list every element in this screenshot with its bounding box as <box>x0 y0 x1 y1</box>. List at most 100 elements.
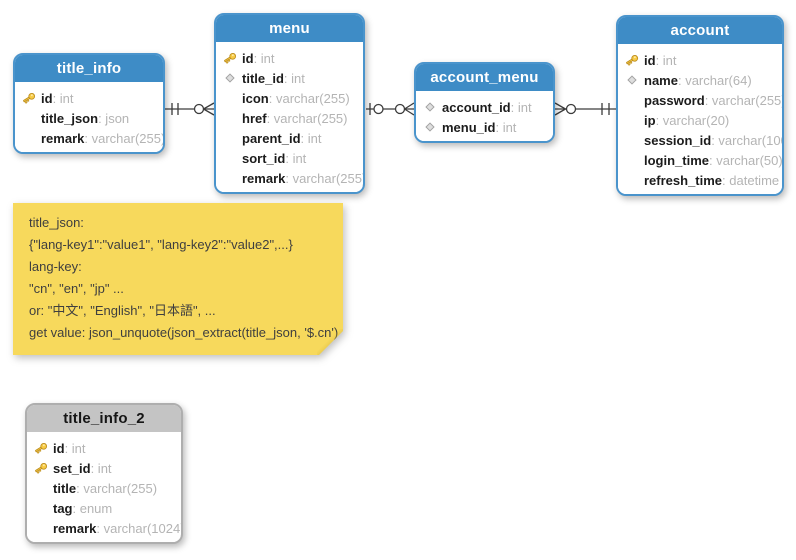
column-row-ip[interactable]: ip: varchar(20) <box>625 110 776 130</box>
key-icon <box>34 461 53 475</box>
column-name: id <box>53 440 65 456</box>
column-type: : int <box>52 90 74 106</box>
note-line: "cn", "en", "jp" ... <box>29 281 124 296</box>
column-name: sort_id <box>242 150 286 166</box>
diamond-icon <box>223 71 242 85</box>
column-type: : varchar(20) <box>655 112 730 128</box>
table-title[interactable]: title_info_2 <box>27 405 181 432</box>
column-type: : int <box>283 70 305 86</box>
column-name: name <box>644 72 678 88</box>
column-row-name[interactable]: name: varchar(64) <box>625 70 776 90</box>
note-line: title_json: <box>29 215 84 230</box>
note-line: or: "中文", "English", "日本語", ... <box>29 303 216 318</box>
column-name: title <box>53 480 77 496</box>
column-row-account_id[interactable]: account_id: int <box>423 97 547 117</box>
column-type: : varchar(255) <box>285 170 365 186</box>
column-row-login_time[interactable]: login_time: varchar(50) <box>625 150 782 170</box>
column-name: parent_id <box>242 130 301 146</box>
column-name: login_time <box>644 152 710 168</box>
column-row-id[interactable]: id: int <box>34 438 175 458</box>
column-name: password <box>644 92 705 108</box>
column-row-title_id[interactable]: title_id: int <box>223 68 357 88</box>
column-row-title[interactable]: title: varchar(255) <box>34 478 175 498</box>
column-type: : varchar(255) <box>268 90 350 106</box>
column-row-sort_id[interactable]: sort_id: int <box>223 148 357 168</box>
column-name: title_id <box>242 70 284 86</box>
column-type: : datetime <box>722 172 780 188</box>
connector-account_menu-account[interactable] <box>554 102 616 116</box>
column-name: account_id <box>442 99 511 115</box>
diamond-icon <box>625 73 644 87</box>
column-type: : json <box>98 110 130 126</box>
column-type: : int <box>253 50 275 66</box>
column-type: : varchar(64) <box>677 72 752 88</box>
key-icon <box>34 441 53 455</box>
connector-title_info-menu[interactable] <box>165 102 215 116</box>
column-row-session_id[interactable]: session_id: varchar(100) <box>625 130 782 150</box>
column-name: href <box>242 110 267 126</box>
column-row-remark[interactable]: remark: varchar(255) <box>223 168 363 188</box>
column-row-remark[interactable]: remark: varchar(255) <box>22 128 163 148</box>
note-line: get value: json_unquote(json_extract(tit… <box>29 325 339 340</box>
diamond-icon <box>423 100 442 114</box>
column-type: : varchar(255) <box>266 110 348 126</box>
column-name: set_id <box>53 460 91 476</box>
column-row-id[interactable]: id: int <box>223 48 357 68</box>
table-title[interactable]: title_info <box>15 55 163 82</box>
column-row-tag[interactable]: tag: enum <box>34 498 175 518</box>
column-type: : int <box>655 52 677 68</box>
column-row-parent_id[interactable]: parent_id: int <box>223 128 357 148</box>
column-row-set_id[interactable]: set_id: int <box>34 458 175 478</box>
column-type: : int <box>510 99 532 115</box>
column-row-refresh_time[interactable]: refresh_time: datetime <box>625 170 780 190</box>
column-row-menu_id[interactable]: menu_id: int <box>423 117 547 137</box>
column-name: id <box>41 90 53 106</box>
column-type: : int <box>495 119 517 135</box>
column-row-id[interactable]: id: int <box>625 50 776 70</box>
column-name: id <box>242 50 254 66</box>
column-name: session_id <box>644 132 712 148</box>
column-type: : int <box>285 150 307 166</box>
column-row-id[interactable]: id: int <box>22 88 157 108</box>
note-line: {"lang-key1":"value1", "lang-key2":"valu… <box>29 237 293 252</box>
column-name: remark <box>242 170 286 186</box>
note-line: lang-key: <box>29 259 82 274</box>
key-icon <box>625 53 644 67</box>
connector-menu-account_menu[interactable] <box>366 102 415 116</box>
column-type: : int <box>64 440 86 456</box>
diamond-icon <box>423 120 442 134</box>
column-name: icon <box>242 90 269 106</box>
column-name: id <box>644 52 656 68</box>
key-icon <box>22 91 41 105</box>
column-type: : varchar(50) <box>709 152 783 168</box>
table-title[interactable]: menu <box>216 15 363 42</box>
column-name: refresh_time <box>644 172 723 188</box>
column-type: : int <box>90 460 112 476</box>
column-type: : varchar(255) <box>84 130 165 146</box>
column-name: tag <box>53 500 73 516</box>
column-type: : int <box>300 130 322 146</box>
sticky-note[interactable]: title_json: {"lang-key1":"value1", "lang-… <box>13 203 343 355</box>
column-row-remark[interactable]: remark: varchar(1024) <box>34 518 181 538</box>
column-type: : varchar(255) <box>704 92 784 108</box>
column-row-icon[interactable]: icon: varchar(255) <box>223 88 357 108</box>
sticky-note-text: title_json: {"lang-key1":"value1", "lang-… <box>29 216 329 340</box>
table-title[interactable]: account <box>618 17 782 44</box>
column-row-href[interactable]: href: varchar(255) <box>223 108 357 128</box>
column-row-title_json[interactable]: title_json: json <box>22 108 157 128</box>
column-row-password[interactable]: password: varchar(255) <box>625 90 782 110</box>
table-title[interactable]: account_menu <box>416 64 553 91</box>
column-name: title_json <box>41 110 99 126</box>
key-icon <box>223 51 242 65</box>
